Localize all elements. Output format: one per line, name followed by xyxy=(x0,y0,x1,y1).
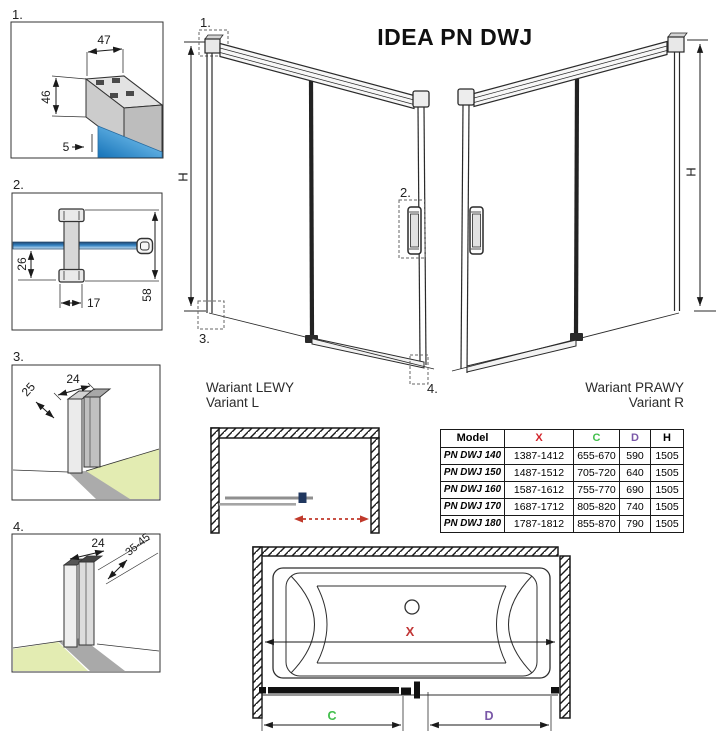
bathtub-plan: X C D xyxy=(252,546,571,731)
table-row: PN DWJ 150 1487-1512 705-720 640 1505 xyxy=(440,464,684,482)
detail-2-dim-height: 58 xyxy=(140,288,154,302)
view-right-height-label: H xyxy=(683,167,698,176)
detail-2-dim-depth: 26 xyxy=(15,257,29,271)
c-cell: 755-770 xyxy=(573,481,620,499)
c-cell: 705-720 xyxy=(573,464,620,482)
fixed-panel-line xyxy=(219,503,296,506)
size-table: Model X C D H PN DWJ 140 1387-1412 655-6… xyxy=(440,429,684,533)
view-left-height-label: H xyxy=(175,172,190,181)
d-cell: 790 xyxy=(619,515,651,533)
wall-profile-block-right xyxy=(551,687,559,694)
model-cell: PN DWJ 170 xyxy=(440,498,505,516)
detail-4: 4. 24 35-45 xyxy=(11,519,161,673)
detail-3-dim-width: 24 xyxy=(66,372,80,386)
table-row: PN DWJ 160 1587-1612 755-770 690 1505 xyxy=(440,481,684,499)
model-cell: PN DWJ 150 xyxy=(440,464,505,482)
handle-mark xyxy=(298,492,307,503)
c-cell: 805-820 xyxy=(573,498,620,516)
col-header-model: Model xyxy=(440,429,505,448)
wall-profile-block-left xyxy=(259,687,266,694)
detail-1-dim-gap: 5 xyxy=(63,140,70,154)
plan-schematic xyxy=(210,427,380,534)
view-right: H Wariant PRAWY Variant R xyxy=(451,32,716,410)
view-left-marker-door-bottom: 4. xyxy=(427,381,438,396)
h-cell: 1505 xyxy=(650,515,684,533)
view-left-caption-en: Variant L xyxy=(206,395,260,410)
x-cell: 1487-1512 xyxy=(504,464,574,482)
page-title: IDEA PN DWJ xyxy=(377,24,532,50)
table-row: PN DWJ 170 1687-1712 805-820 740 1505 xyxy=(440,498,684,516)
view-left-marker-wall-bottom: 3. xyxy=(199,331,210,346)
detail-1-dim-width: 47 xyxy=(97,33,111,47)
h-cell: 1505 xyxy=(650,447,684,465)
col-header-h: H xyxy=(650,429,684,448)
detail-3-label: 3. xyxy=(13,349,24,364)
x-cell: 1787-1812 xyxy=(504,515,574,533)
view-left-marker-top: 1. xyxy=(200,15,211,30)
detail-3: 3. 24 25 xyxy=(11,349,161,501)
view-left: H 1. 2. 3. 4. W xyxy=(175,15,437,410)
size-table-header-row: Model X C D H xyxy=(440,429,684,448)
model-cell: PN DWJ 140 xyxy=(440,447,505,465)
door-handle-mark xyxy=(414,681,420,699)
plan-c-label: C xyxy=(327,709,336,723)
h-cell: 1505 xyxy=(650,481,684,499)
h-cell: 1505 xyxy=(650,498,684,516)
view-right-caption-pl: Wariant PRAWY xyxy=(585,380,684,395)
table-row: PN DWJ 140 1387-1412 655-670 590 1505 xyxy=(440,447,684,465)
col-header-x: X xyxy=(504,429,574,448)
view-left-caption-pl: Wariant LEWY xyxy=(206,380,294,395)
x-cell: 1587-1612 xyxy=(504,481,574,499)
col-header-c: C xyxy=(573,429,620,448)
plan-x-label: X xyxy=(406,624,415,639)
d-cell: 640 xyxy=(619,464,651,482)
detail-1-label: 1. xyxy=(12,7,23,22)
view-left-marker-handle: 2. xyxy=(400,185,411,200)
d-cell: 690 xyxy=(619,481,651,499)
h-cell: 1505 xyxy=(650,464,684,482)
view-right-caption-en: Variant R xyxy=(629,395,685,410)
detail-1-dim-height: 46 xyxy=(39,90,53,104)
detail-2-label: 2. xyxy=(13,177,24,192)
d-cell: 740 xyxy=(619,498,651,516)
d-cell: 590 xyxy=(619,447,651,465)
door-panel-line xyxy=(225,496,313,500)
x-cell: 1387-1412 xyxy=(504,447,574,465)
detail-4-dim-width: 24 xyxy=(91,536,105,550)
detail-1: 1. 47 46 5 xyxy=(10,7,164,159)
detail-2-dim-width: 17 xyxy=(87,296,101,310)
drain-circle xyxy=(404,599,420,615)
col-header-d: D xyxy=(619,429,651,448)
table-row: PN DWJ 180 1787-1812 855-870 790 1505 xyxy=(440,515,684,533)
detail-4-label: 4. xyxy=(13,519,24,534)
slide-direction-arrow xyxy=(294,515,369,523)
plan-d-label: D xyxy=(484,709,493,723)
c-cell: 655-670 xyxy=(573,447,620,465)
door-guide-block xyxy=(401,687,411,695)
sliding-door-bar xyxy=(268,687,399,694)
model-cell: PN DWJ 180 xyxy=(440,515,505,533)
bathtub-outline xyxy=(272,567,551,679)
x-cell: 1687-1712 xyxy=(504,498,574,516)
model-cell: PN DWJ 160 xyxy=(440,481,505,499)
c-cell: 855-870 xyxy=(573,515,620,533)
detail-2: 2. 26 17 58 xyxy=(11,177,163,331)
